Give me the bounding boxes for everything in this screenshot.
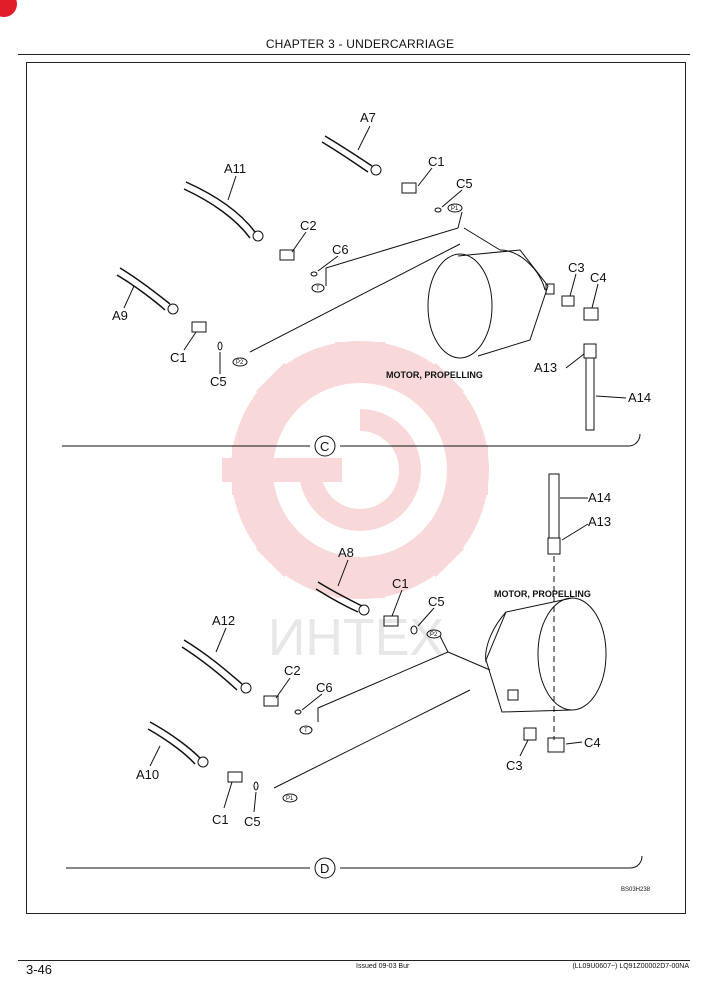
fitting-a13 [583,343,597,359]
hose-end-fitting [240,682,252,694]
label-a7: A7 [360,110,376,125]
port-t-label: T [316,286,320,292]
hose-end-fitting [252,230,264,242]
label-c2: C2 [300,218,317,233]
header-rule [18,54,690,55]
fitting-c4-d [547,737,565,753]
section-marker-d-label: D [320,861,329,876]
port-p2-tag-d [426,629,442,639]
section-marker-c [314,435,336,457]
fitting-c1-bottom-d [227,771,243,783]
label-c3: C3 [568,260,585,275]
motor-propelling-d [537,597,607,711]
oring-c5-bottom [217,341,223,351]
watermark-text: ИНТЕХ [268,609,444,667]
drawing-frame [26,62,686,914]
label-a13-d: A13 [588,514,611,529]
hose-end-fitting [167,303,179,315]
footer-rule [18,960,690,961]
label-c5-bottom: C5 [210,374,227,389]
oring-c5-top-d [410,625,418,635]
watermark-gear-logo [222,341,489,599]
fitting-c2-d [263,695,279,707]
caption-motor-c: MOTOR, PROPELLING [386,370,483,380]
port-t-tag-d [299,725,313,735]
label-c2-d: C2 [284,663,301,678]
fitting-c2 [279,249,295,261]
page-number: 3-46 [26,962,53,977]
port-p1-tag [447,203,463,213]
label-c1-top-d: C1 [392,576,409,591]
label-c6-d: C6 [316,680,333,695]
label-c1-bottom-d: C1 [212,812,229,827]
port-p2-label-d: P2 [430,632,438,638]
hose-a14 [585,357,595,431]
oring-c6-d [294,709,302,715]
port-p1-label-d: P1 [286,796,294,802]
label-c1-top: C1 [428,154,445,169]
section-d: A14 A13 MOTOR, PROPELLING A8 C1 C5 P2 A1… [66,473,651,893]
label-a13: A13 [534,360,557,375]
hose-a14-d [548,473,560,539]
oring-c6 [310,271,318,277]
label-a10: A10 [136,767,159,782]
section-marker-d [314,857,336,879]
motor-propelling-c [427,253,493,359]
issued-info: Issued 09-03 Bur [356,963,410,970]
label-a12: A12 [212,613,235,628]
label-c4-d: C4 [584,735,601,750]
caption-motor-d: MOTOR, PROPELLING [494,589,591,599]
fitting-c1-top [401,182,417,194]
fitting-c3 [561,295,575,307]
corner-mark [0,0,17,17]
port-t-label-d: T [304,728,308,734]
hose-end-fitting [370,164,382,176]
label-c4: C4 [590,270,607,285]
label-c5-bottom-d: C5 [244,814,261,829]
oring-c5-top [434,207,442,213]
label-a14: A14 [628,390,651,405]
label-c1-bottom: C1 [170,350,187,365]
page-header-title: CHAPTER 3 - UNDERCARRIAGE [265,37,455,51]
label-a9: A9 [112,308,128,323]
motor-port [545,283,555,295]
fitting-c1-bottom [191,321,207,333]
port-t-tag [311,283,325,293]
label-c3-d: C3 [506,758,523,773]
section-marker-c-label: C [320,439,329,454]
fitting-c4 [583,307,599,321]
label-a14-d: A14 [588,490,611,505]
oring-c5-bottom-d [253,781,259,791]
port-p1-label: P1 [451,206,459,212]
port-p2-label: P2 [236,360,244,366]
document-code: (LL09U0607~) LQ91Z00002D7-00NA [572,963,689,970]
section-c: A7 A11 A9 C1 C5 P1 C2 C6 T [62,110,651,457]
label-c5-top: C5 [456,176,473,191]
figure-code: BS03H238 [621,887,651,893]
hose-end-fitting [197,756,209,768]
label-c6: C6 [332,242,349,257]
hose-end-fitting [358,604,370,616]
fitting-c3-d [523,727,537,741]
port-p2-tag [232,357,248,367]
fitting-a13-d [547,537,561,555]
port-p1-tag-d [282,793,298,803]
label-a8: A8 [338,545,354,560]
motor-port [507,689,519,701]
label-a11: A11 [224,161,246,176]
label-c5-top-d: C5 [428,594,445,609]
fitting-c1-top-d [383,615,399,627]
